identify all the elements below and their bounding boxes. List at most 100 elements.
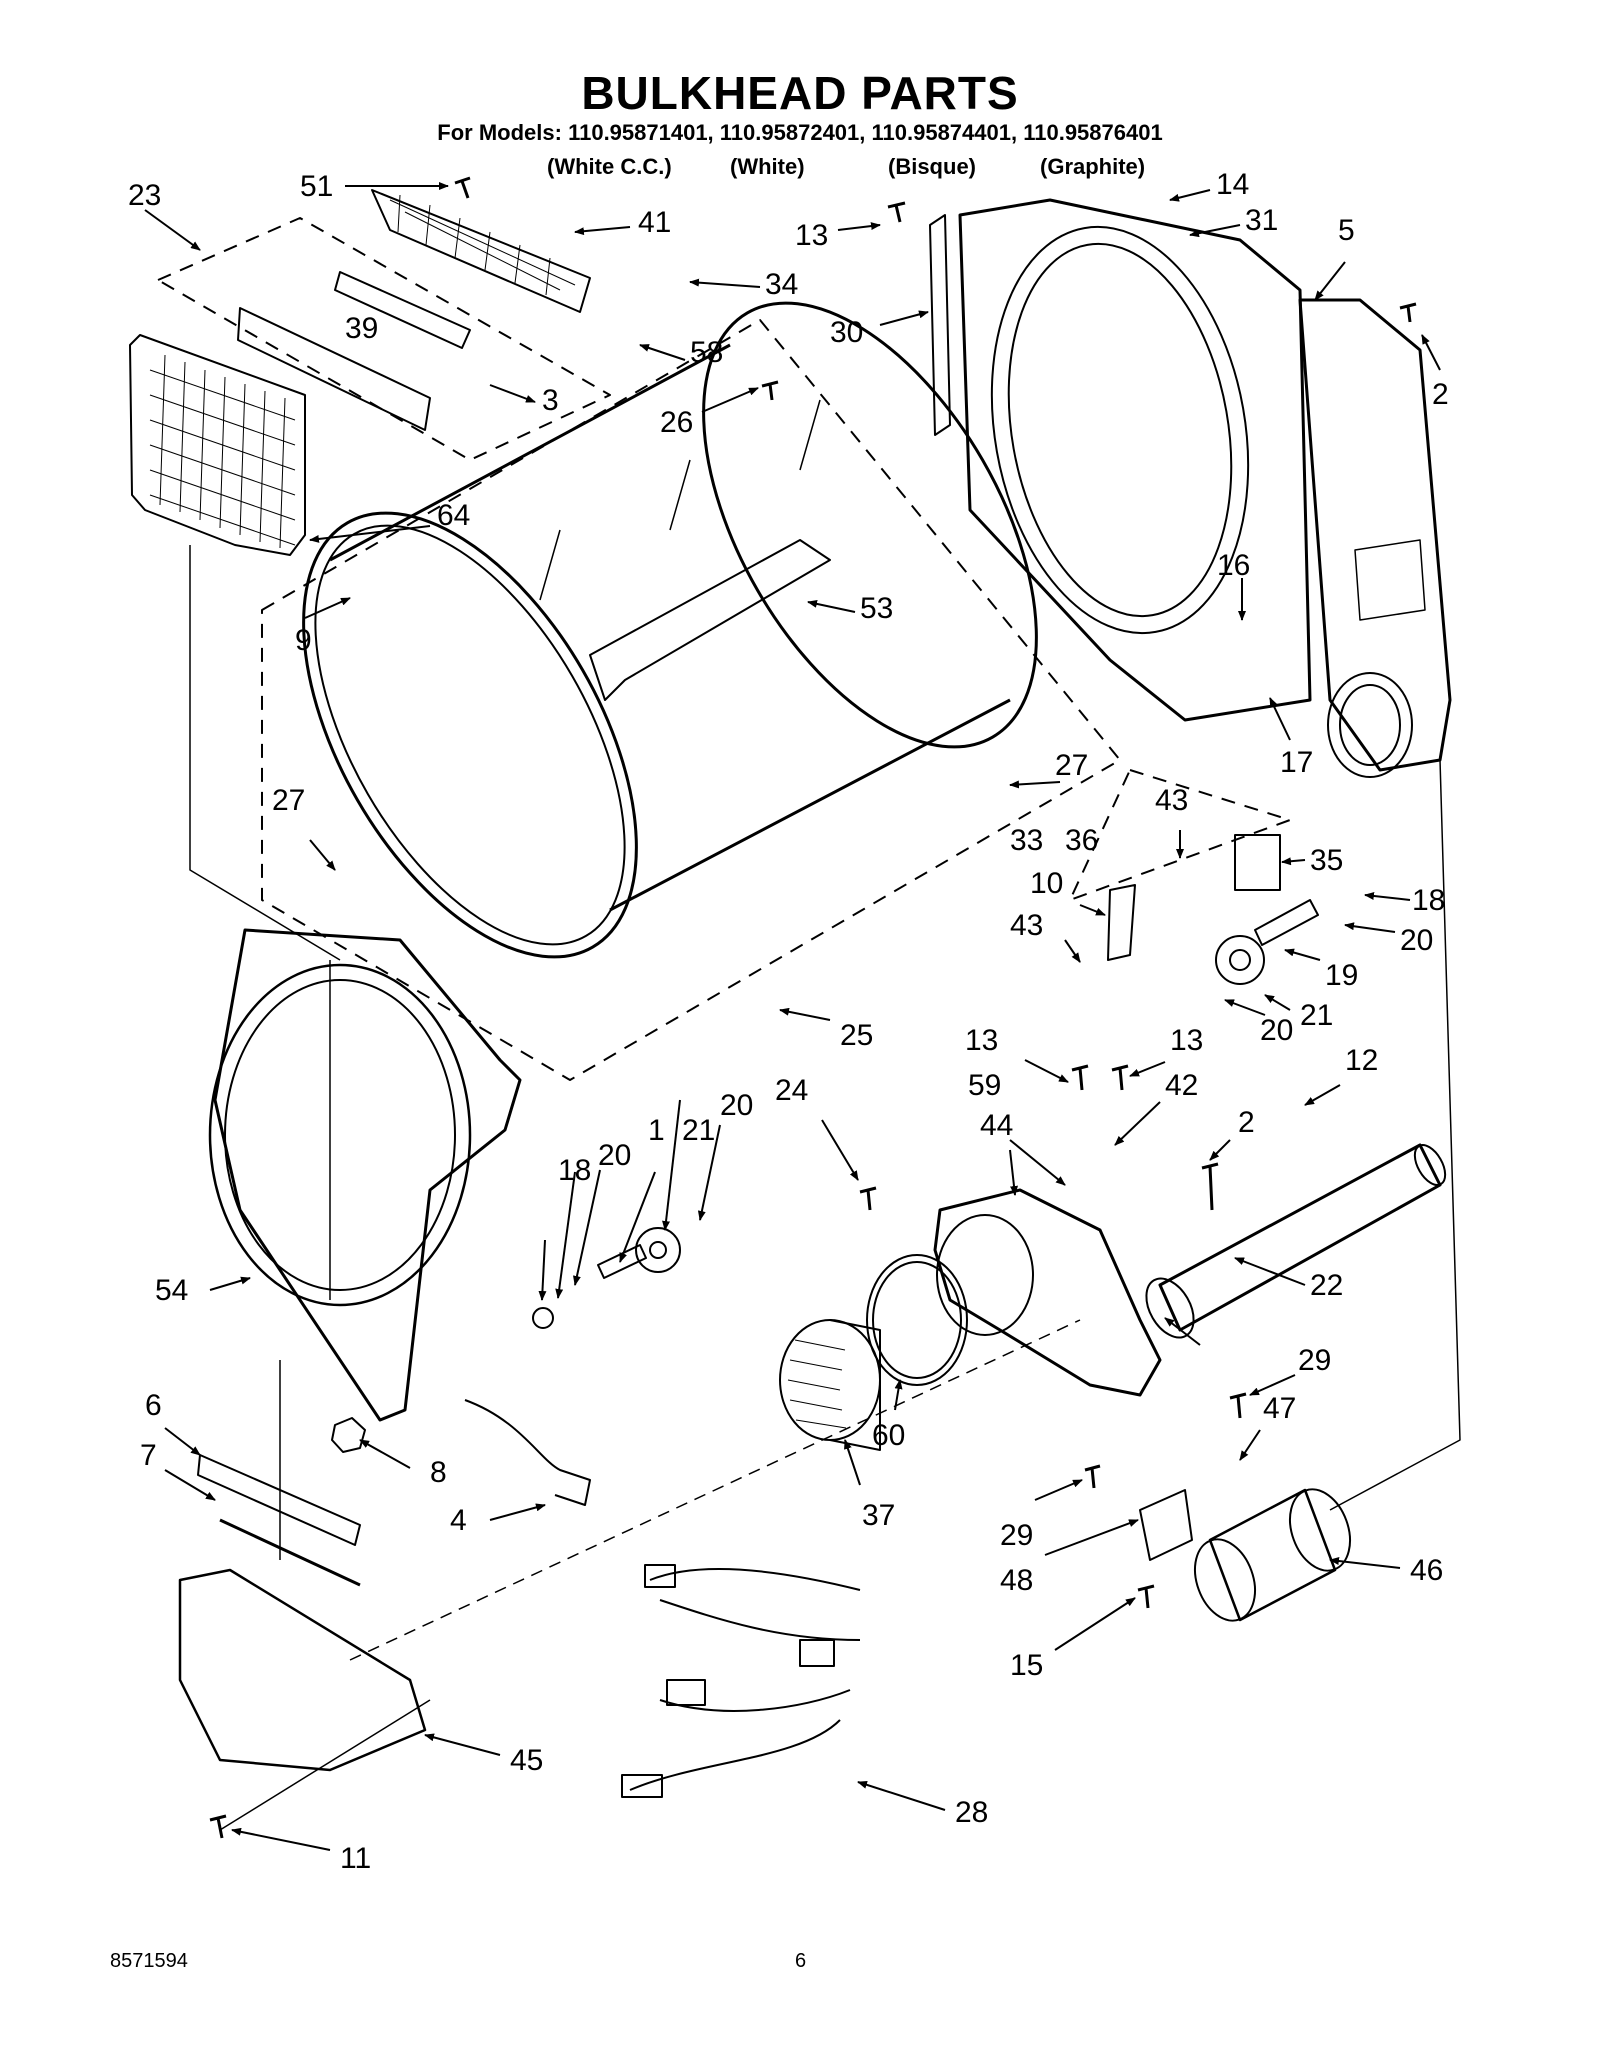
callout-48: 48 [1000,1564,1033,1597]
heater-can [1208,1488,1337,1622]
callout-21-right: 21 [1300,999,1333,1032]
rear-bracket [929,214,951,436]
blower-seal [866,1254,968,1386]
callout-39: 39 [345,312,378,345]
idler-pulley-front [635,1227,681,1273]
washer [532,1307,554,1329]
callout-6: 6 [145,1389,162,1422]
callout-24: 24 [775,1074,808,1107]
callout-31: 31 [1245,204,1278,237]
callout-7: 7 [140,1439,157,1472]
callout-10: 10 [1030,867,1063,900]
drum-rear-ring [702,301,1038,749]
callout-25: 25 [840,1019,873,1052]
heater-shroud [1298,298,1452,772]
callout-26: 26 [660,406,693,439]
callout-64: 64 [437,499,470,532]
footer-part-number: 8571594 [110,1950,188,1972]
callout-13-left: 13 [965,1024,998,1057]
callout-18-right: 18 [1412,884,1445,917]
motor-switch [1234,834,1281,891]
callout-45: 45 [510,1744,543,1777]
callout-1: 1 [648,1114,665,1147]
lint-filter-housing-outline [157,217,611,461]
color-label-white: (White) [730,154,805,179]
callout-51: 51 [300,170,333,203]
callout-36: 36 [1065,824,1098,857]
drum-body-edges [329,343,1011,912]
filter-guide-upper [334,271,471,349]
seal-strip [219,1518,361,1587]
callout-43-upper: 43 [1155,784,1188,817]
callout-18-left: 18 [558,1154,591,1187]
callout-19: 19 [1325,959,1358,992]
wire-harness-small [464,1399,591,1506]
callout-5: 5 [1338,214,1355,247]
callout-54: 54 [155,1274,188,1307]
callout-20-right: 20 [1400,924,1433,957]
callout-46: 46 [1410,1554,1443,1587]
connector-line [189,545,341,961]
idler-parts-outline [1069,769,1291,901]
heater-bracket [1139,1489,1193,1561]
toe-panel-duct [178,1568,427,1772]
blower-wheel [779,1319,881,1441]
screw [454,176,471,199]
callout-13-top: 13 [795,219,828,252]
callout-16: 16 [1217,549,1250,582]
callout-11: 11 [340,1842,371,1875]
model-list: For Models: 110.95871401, 110.95872401, … [437,120,1163,145]
rear-bulkhead [958,198,1312,722]
callout-35: 35 [1310,844,1343,877]
idler-pulley [1215,935,1265,985]
callout-8: 8 [430,1456,447,1489]
trim-strip [197,1454,361,1546]
color-label-graphite: (Graphite) [1040,154,1146,179]
callout-33: 33 [1010,824,1043,857]
callout-28: 28 [955,1796,988,1829]
callout-59: 59 [968,1069,1001,1102]
callout-17: 17 [1280,746,1313,779]
thermal-fuse-bracket [1107,884,1136,961]
callout-27-right: 27 [1055,749,1088,782]
callout-22: 22 [1310,1269,1343,1302]
blower-housing [933,1188,1162,1397]
callout-12: 12 [1345,1044,1378,1077]
callout-60: 60 [872,1419,905,1452]
callout-42: 42 [1165,1069,1198,1102]
callout-43-lower: 43 [1010,909,1043,942]
callout-58: 58 [690,336,723,369]
color-label-bisque: (Bisque) [888,154,976,179]
drum-baffle [589,539,831,701]
exhaust-duct [1158,1143,1442,1332]
callout-20-lower: 20 [1260,1014,1293,1047]
callout-27-left: 27 [272,784,305,817]
callout-14: 14 [1216,168,1249,201]
drum-front-ring [302,511,638,959]
callout-13-right: 13 [1170,1024,1203,1057]
front-bulkhead [213,928,522,1422]
callout-2-top: 2 [1432,378,1449,411]
callout-3: 3 [542,384,559,417]
callout-4: 4 [450,1504,467,1537]
footer-page-number: 6 [795,1950,807,1972]
callout-20-left-upper: 20 [720,1089,753,1122]
callout-44: 44 [980,1109,1013,1142]
idler-shaft [1254,899,1319,946]
callout-30: 30 [830,316,863,349]
callout-41: 41 [638,206,671,239]
callout-15: 15 [1010,1649,1043,1682]
callout-37: 37 [862,1499,895,1532]
callout-34: 34 [765,268,798,301]
callout-53: 53 [860,592,893,625]
callout-21-left: 21 [682,1114,715,1147]
callout-2-lower: 2 [1238,1106,1255,1139]
callout-29-upper: 29 [1298,1344,1331,1377]
color-label-white-cc: (White C.C.) [547,154,672,179]
callout-20-left: 20 [598,1139,631,1172]
callout-29-lower: 29 [1000,1519,1033,1552]
callout-9: 9 [295,624,312,657]
drum-outline-box [261,319,1121,1081]
callout-47: 47 [1263,1392,1296,1425]
